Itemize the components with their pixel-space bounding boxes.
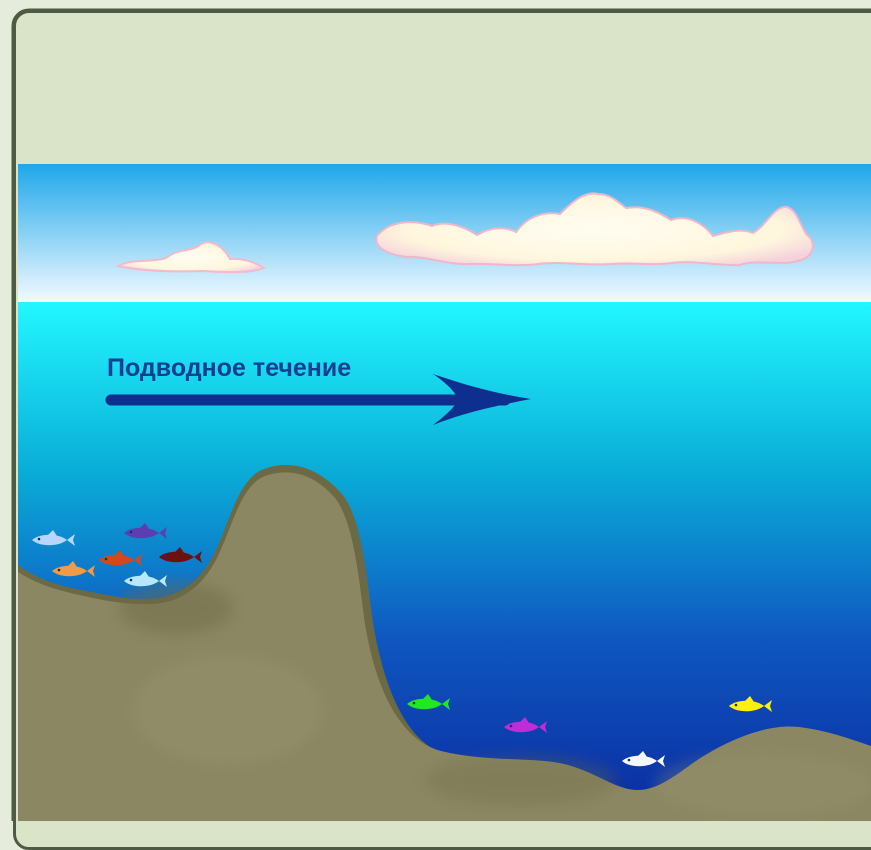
- ocean-current-diagram: Подводное течение: [0, 0, 871, 821]
- current-label: Подводное течение: [107, 354, 351, 382]
